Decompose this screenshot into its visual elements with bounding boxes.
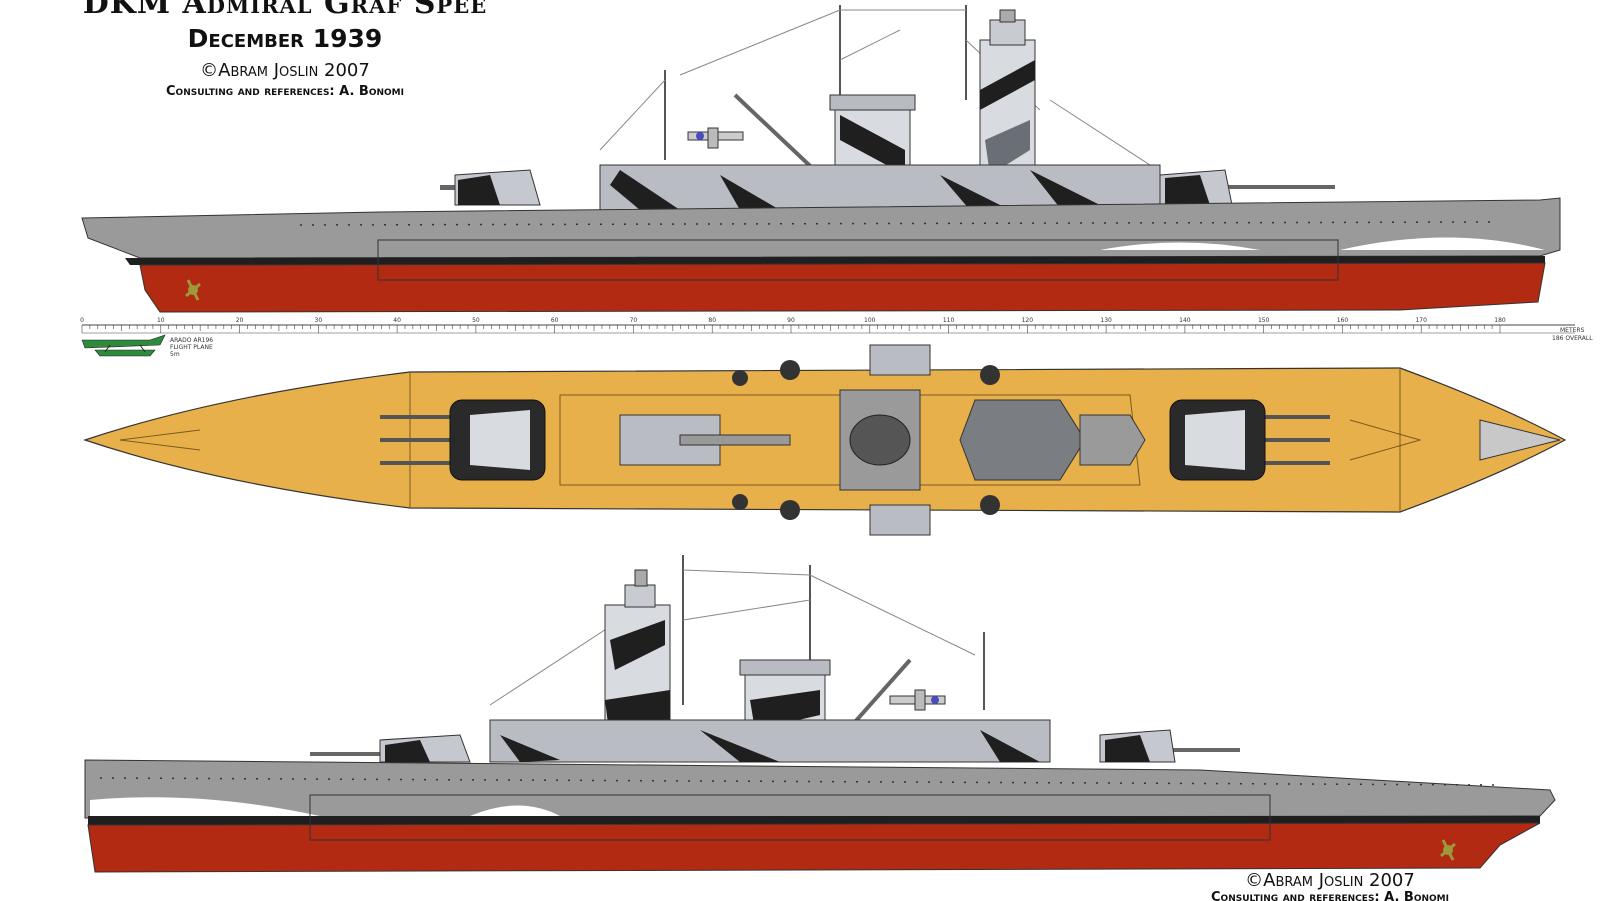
turret-b-port <box>310 734 471 763</box>
propeller-icon <box>185 279 201 301</box>
top-profile-view <box>81 5 1561 313</box>
scale-tick-label: 20 <box>236 317 244 324</box>
bottom-profile-view <box>84 555 1556 873</box>
scale-unit-label: METERS <box>1560 327 1585 334</box>
plan-turret-b <box>1169 399 1330 481</box>
scale-tick-label: 40 <box>393 317 401 324</box>
scale-tick-label: 120 <box>1022 317 1034 324</box>
scale-tick-label: 70 <box>630 317 638 324</box>
plan-view <box>83 344 1567 536</box>
copyright-bottom: ©Abram Joslin 2007 <box>1245 870 1415 891</box>
turret-a-port <box>1099 729 1240 763</box>
scale-tick-label: 180 <box>1494 317 1506 324</box>
scale-tick-label: 160 <box>1337 317 1349 324</box>
consulting-top: Consulting and references: A. Bonomi <box>166 84 404 99</box>
floatplane-icon <box>889 689 946 711</box>
scale-bar: 0 10 20 30 40 50 60 70 80 90 100 110 120 130 140 150 160… <box>80 317 1593 342</box>
scale-tick-label: 50 <box>472 317 480 324</box>
aircraft-legend: ARADO AR196 FLIGHT PLANE 5m <box>81 334 213 358</box>
consulting-bottom: Consulting and references: A. Bonomi <box>1211 891 1449 901</box>
aircraft-legend-line2: FLIGHT PLANE <box>170 344 213 351</box>
scale-tick-label: 170 <box>1415 317 1427 324</box>
credit-bottom: ©Abram Joslin 2007 Consulting and refere… <box>1080 870 1580 901</box>
scale-tick-label: 60 <box>551 317 559 324</box>
turret-b <box>1159 169 1335 206</box>
scale-tick-label: 140 <box>1179 317 1191 324</box>
floatplane-icon <box>687 127 744 149</box>
ship-date: December 1939 <box>187 24 383 53</box>
propeller-icon <box>1440 839 1456 861</box>
scale-tick-label: 0 <box>80 317 84 324</box>
ship-title: DKM Admiral Graf Spee <box>82 0 488 21</box>
scale-tick-label: 130 <box>1100 317 1112 324</box>
aircraft-legend-line3: 5m <box>170 351 180 358</box>
scale-tick-label: 10 <box>157 317 165 324</box>
scale-tick-label: 90 <box>787 317 795 324</box>
scale-tick-label: 80 <box>708 317 716 324</box>
scale-tick-label: 100 <box>864 317 876 324</box>
copyright-top: ©Abram Joslin 2007 <box>200 60 370 81</box>
scale-overall-label: 186 OVERALL <box>1552 335 1593 342</box>
scale-tick-label: 150 <box>1258 317 1270 324</box>
floatplane-icon <box>81 334 166 357</box>
scale-tick-label: 110 <box>943 317 955 324</box>
scale-tick-label: 30 <box>315 317 323 324</box>
aircraft-legend-line1: ARADO AR196 <box>170 337 213 344</box>
turret-a <box>440 169 541 206</box>
plan-turret-a <box>380 399 546 481</box>
